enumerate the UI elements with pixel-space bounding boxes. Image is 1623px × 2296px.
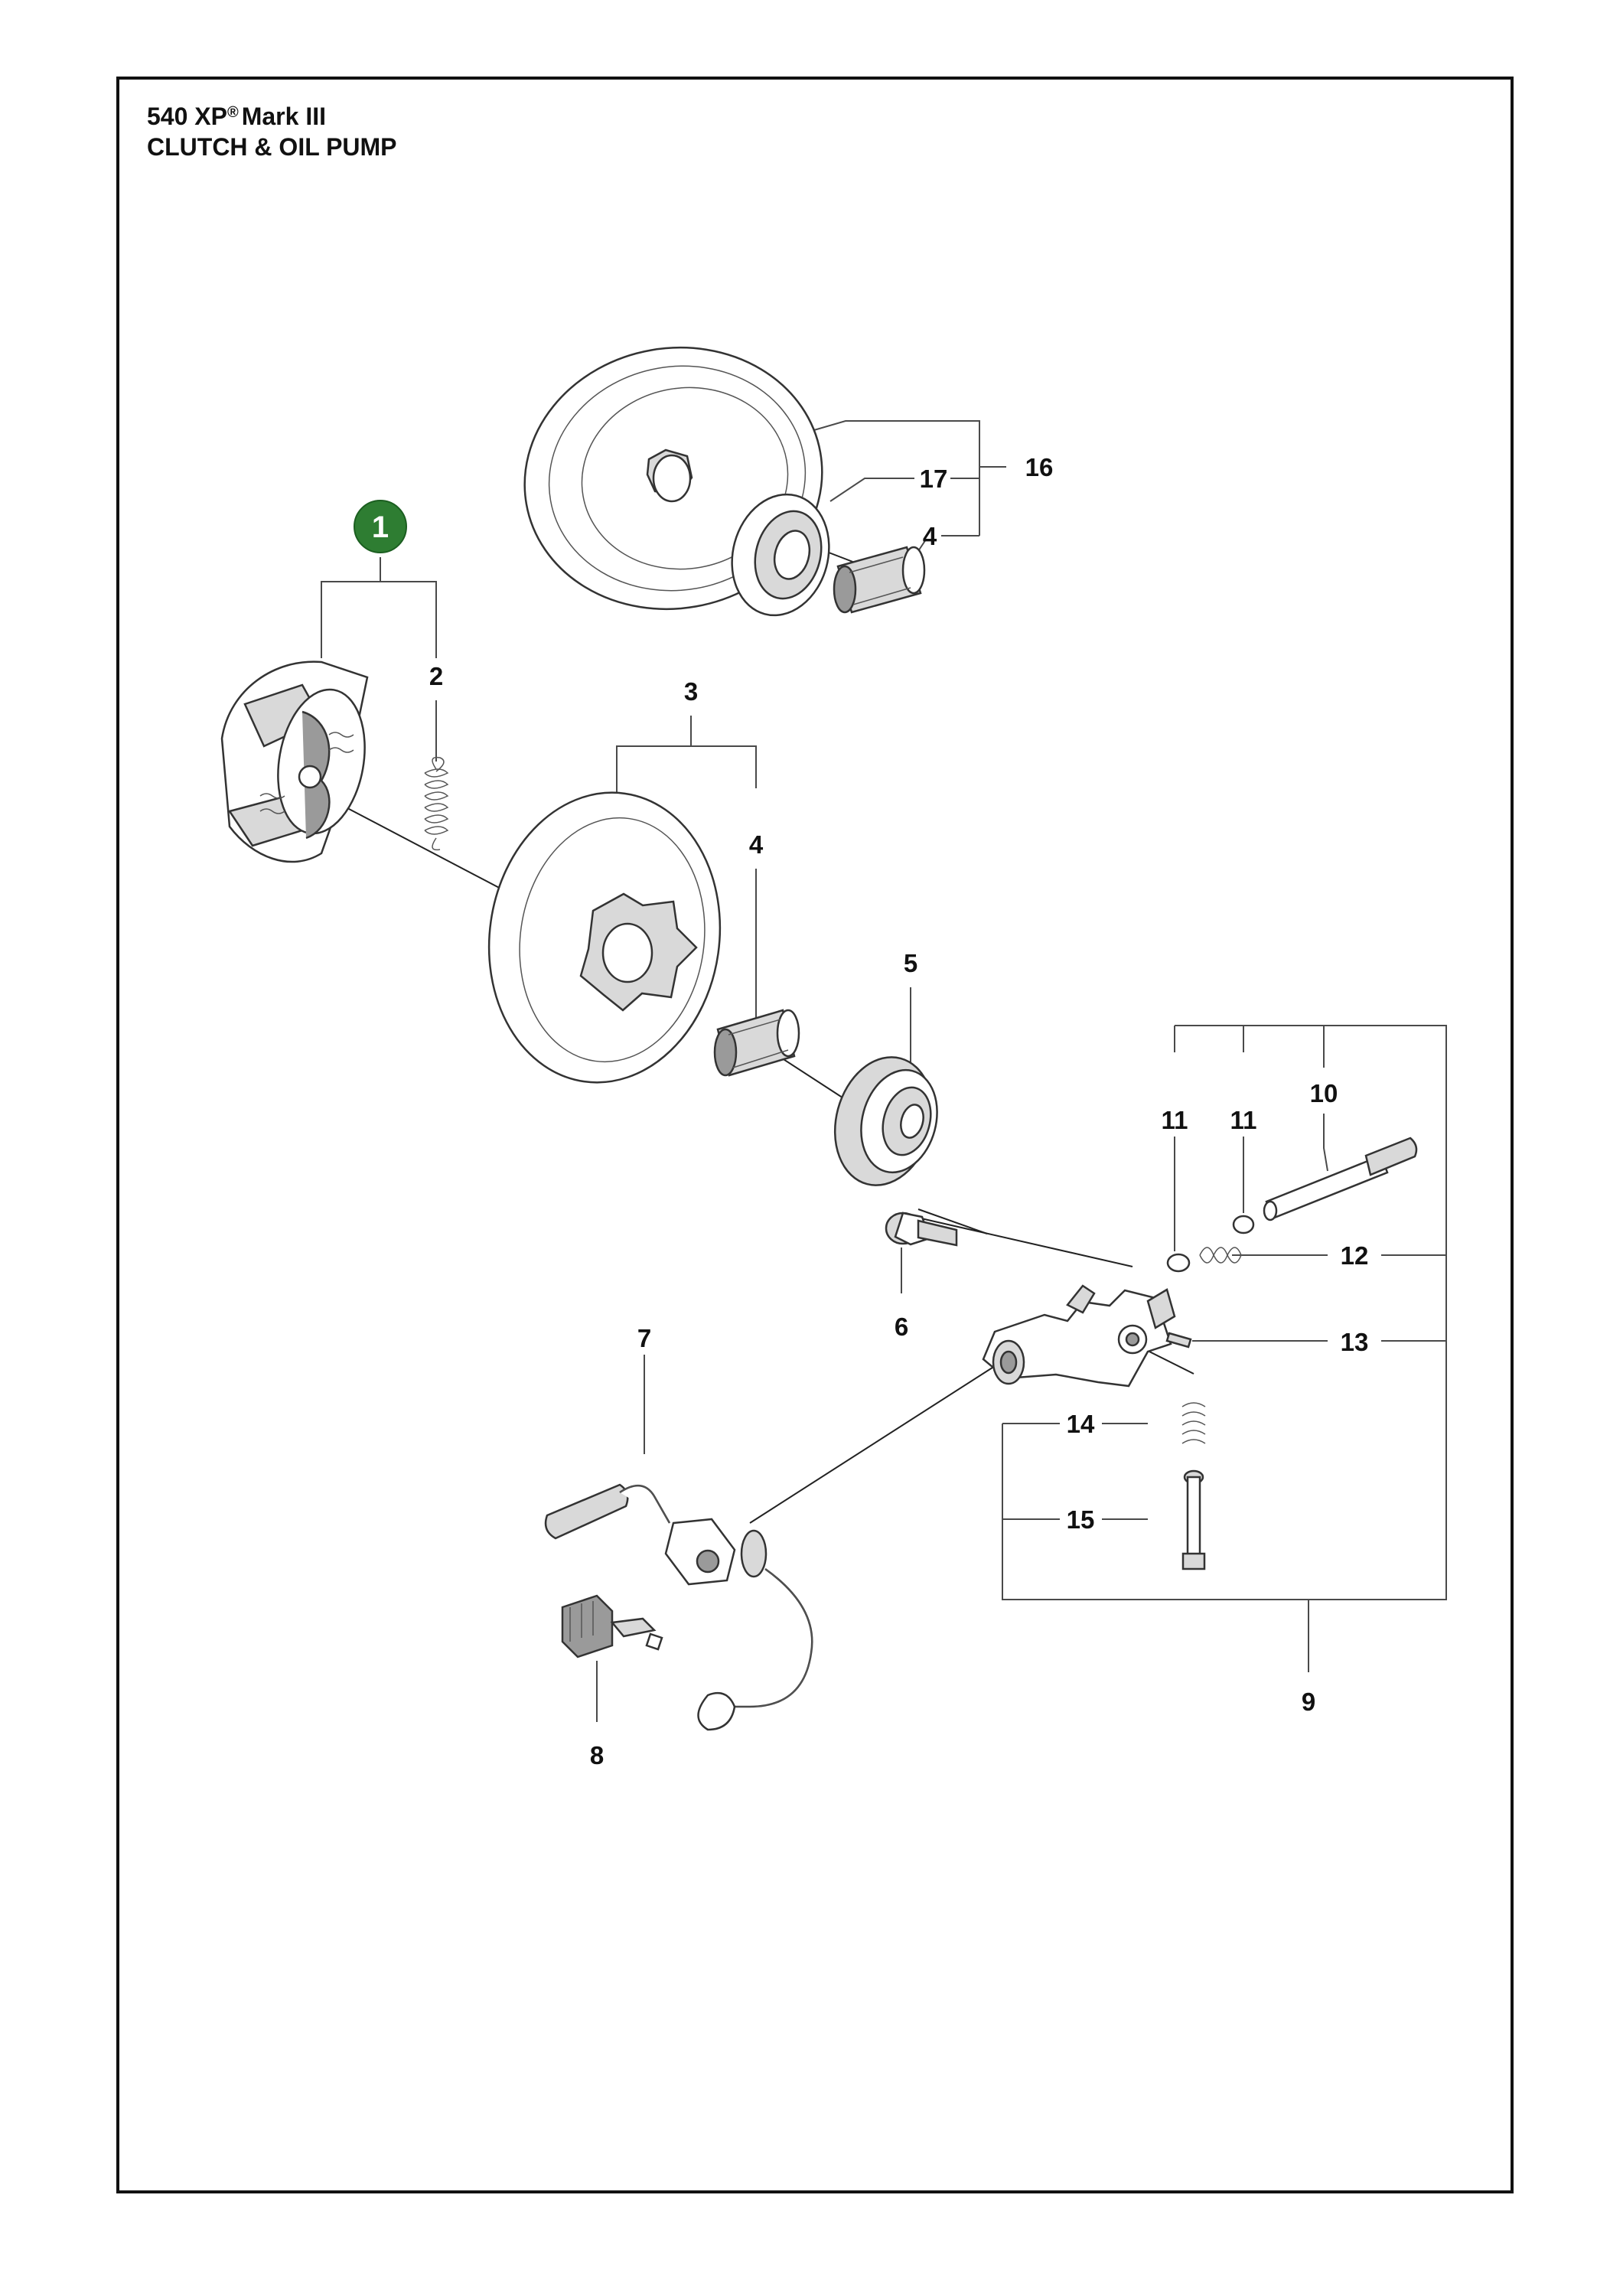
oil-pump-drive-wheel — [833, 1056, 938, 1186]
needle-bearing-upper — [833, 546, 926, 614]
oil-pump-body — [982, 1284, 1176, 1388]
adjusting-screw — [1181, 1469, 1206, 1570]
centrifugal-clutch — [220, 660, 369, 863]
model-title: 540 XP®Mark III — [147, 103, 326, 131]
callout-4-upper: 4 — [923, 522, 937, 550]
drawing-frame — [116, 77, 1514, 2193]
rim-sprocket — [731, 493, 830, 617]
registered-mark: ® — [227, 104, 239, 121]
callout-10: 10 — [1310, 1079, 1338, 1107]
callout-5: 5 — [904, 949, 917, 977]
callout-2: 2 — [429, 662, 443, 690]
pin — [1165, 1332, 1192, 1349]
callout-13: 13 — [1341, 1328, 1369, 1356]
callout-7: 7 — [637, 1324, 651, 1352]
suction-pipe-filter — [561, 1594, 663, 1658]
clutch-drum — [487, 791, 722, 1084]
callout-6: 6 — [895, 1313, 908, 1341]
callout-1: 1 — [372, 510, 389, 544]
section-title: CLUTCH & OIL PUMP — [147, 133, 397, 161]
model-series: Mark III — [241, 103, 326, 130]
callout-9: 9 — [1302, 1688, 1315, 1716]
callout-14: 14 — [1067, 1410, 1095, 1438]
screw — [885, 1212, 958, 1247]
callout-16: 16 — [1025, 453, 1054, 481]
callout-17: 17 — [920, 465, 948, 493]
highlighted-item-1-badge: 1 — [354, 500, 407, 553]
callout-3: 3 — [684, 677, 698, 706]
pump-spring — [1199, 1247, 1242, 1264]
callout-15: 15 — [1067, 1505, 1095, 1534]
adjusting-spring — [1181, 1402, 1206, 1444]
callout-12: 12 — [1341, 1241, 1369, 1270]
pump-plunger — [1263, 1137, 1418, 1221]
o-ring-right — [1232, 1215, 1255, 1234]
o-ring-left — [1166, 1253, 1191, 1273]
callout-11-right: 11 — [1230, 1106, 1257, 1134]
model-name: 540 XP — [147, 103, 227, 130]
leader-lines — [321, 420, 1447, 1722]
callout-11-left: 11 — [1162, 1106, 1188, 1134]
needle-bearing-lower — [713, 1009, 800, 1077]
callout-4-lower: 4 — [749, 830, 764, 859]
clutch-spring — [424, 756, 449, 851]
oil-hose — [544, 1483, 813, 1731]
callout-8: 8 — [590, 1741, 604, 1769]
callout-labels: 2 3 4 4 5 6 7 8 9 10 11 11 12 13 14 15 1… — [429, 453, 1369, 1769]
